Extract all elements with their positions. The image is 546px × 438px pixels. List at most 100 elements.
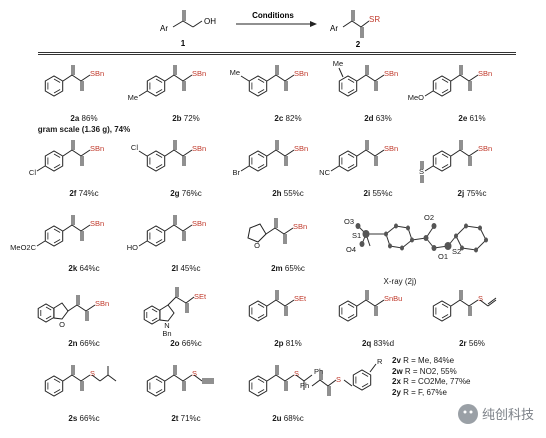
bond <box>240 75 250 82</box>
atom-label-o1: O1 <box>438 252 448 261</box>
benzene-ring <box>248 75 268 97</box>
ring-double-bond <box>155 228 163 233</box>
ring-double-bond <box>53 228 61 233</box>
bond <box>164 224 175 232</box>
compound-number: 2b <box>172 114 182 123</box>
bond <box>265 227 276 235</box>
bond <box>330 165 340 172</box>
bond <box>450 74 461 82</box>
compound-number: 2i <box>363 189 371 198</box>
bond <box>459 149 470 157</box>
bond <box>185 296 195 304</box>
xray-caption: X-ray (2j) <box>383 277 417 286</box>
bond <box>62 149 73 157</box>
compound-number: 2o <box>170 339 180 348</box>
compound-number: 2r <box>459 339 467 348</box>
ring-double-bond <box>257 153 265 158</box>
n-substituent-label: Bn <box>162 329 171 338</box>
pyrrole-ring <box>159 304 175 322</box>
product-label-2e: 2e 61% <box>420 114 524 123</box>
compound-number: 2l <box>171 264 179 273</box>
product-label-2t: 2t 71%c <box>134 414 238 423</box>
xray-bonds <box>357 225 487 251</box>
thioester-label: SBn <box>293 222 307 231</box>
yield-value: 68%c <box>281 414 304 423</box>
bond <box>167 296 177 306</box>
bond <box>164 74 175 82</box>
bond <box>67 304 78 312</box>
yield-value: 66%c <box>77 414 100 423</box>
substituent-label: HO <box>127 243 138 252</box>
product-label-2b: 2b 72% <box>134 114 238 123</box>
ring-double-bond <box>257 89 265 94</box>
bond <box>62 224 73 232</box>
bond <box>76 304 87 312</box>
benzene-ring <box>44 225 64 247</box>
bond <box>266 74 277 82</box>
reaction-scheme: Ar OH 1 Conditions Ar SR 2 <box>160 10 380 49</box>
substituent-label: Me <box>230 68 240 77</box>
compound-number: 2u <box>272 414 282 423</box>
xray-atoms <box>355 223 488 253</box>
ring-double-bond <box>347 314 355 319</box>
structure-2s: S <box>44 365 117 397</box>
bond <box>338 67 344 78</box>
r-variant-list: 2v R = Me, 84%e 2w R = NO2, 55% 2x R = C… <box>392 356 471 398</box>
furan-ring <box>53 302 69 320</box>
thioester-label: SBn <box>90 219 104 228</box>
yield-value: 75%c <box>464 189 487 198</box>
benzene-ring <box>432 150 452 172</box>
structure-2p: SEt <box>248 290 307 322</box>
furan-ring <box>247 223 267 243</box>
bond <box>91 374 101 382</box>
bond <box>468 149 479 157</box>
substituent-label: MeO2C <box>10 243 36 252</box>
top-rule-2 <box>38 54 516 55</box>
benzene-ring <box>44 150 64 172</box>
bond <box>365 149 376 157</box>
compound-number: 2c <box>274 114 284 123</box>
r-variant-2y: 2y R = F, 67%e <box>392 387 447 397</box>
bond <box>164 149 175 157</box>
product-label-2i: 2i 55%c <box>326 189 430 198</box>
compound-number: 2t <box>171 414 179 423</box>
product-label-2c: 2c 82% <box>236 114 340 123</box>
ring-double-bond <box>155 239 163 244</box>
bond <box>424 90 434 97</box>
ring-double-bond <box>257 164 265 169</box>
thioester-label: SBn <box>478 69 492 78</box>
alkene-bond <box>487 297 497 305</box>
ring-double-bond <box>347 164 355 169</box>
bond <box>356 149 367 157</box>
bond <box>164 374 175 382</box>
benzene-ring <box>146 150 166 172</box>
benzene-ring <box>248 375 268 397</box>
reactant-number: 1 <box>181 39 186 48</box>
ring-double-bond <box>53 153 61 158</box>
thioester-label: SBn <box>95 299 109 308</box>
thioester-label: SEt <box>194 292 207 301</box>
yield-value: 74%c <box>76 189 99 198</box>
heteroatom-label: N <box>164 321 169 330</box>
product-label-2d: 2d 63% <box>326 114 430 123</box>
bond <box>450 299 461 307</box>
product-sr-label: SR <box>369 15 380 24</box>
ring-double-bond <box>155 164 163 169</box>
thioester-label: SBn <box>384 69 398 78</box>
